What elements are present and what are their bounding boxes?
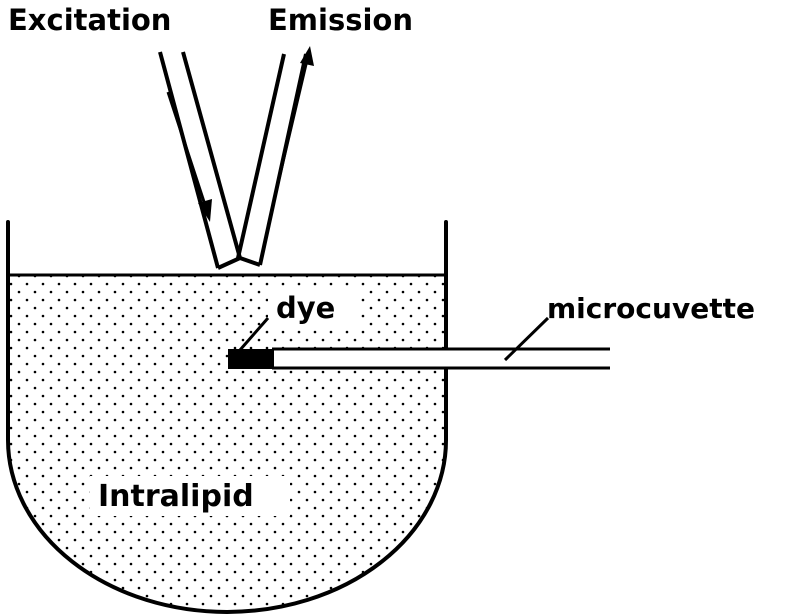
container-vessel — [6, 220, 448, 614]
dye-block — [228, 349, 274, 369]
emission-label: Emission — [268, 3, 413, 37]
microcuvette-tube — [272, 347, 610, 370]
excitation-label: Excitation — [8, 3, 171, 37]
excitation-arrow — [166, 91, 212, 222]
intralipid-label: Intralipid — [98, 479, 254, 514]
intralipid-liquid — [8, 273, 446, 612]
dye-label: dye — [276, 291, 335, 325]
microcuvette-label: microcuvette — [547, 292, 755, 325]
emission-arrow — [272, 46, 314, 201]
dye-leader-line — [238, 317, 270, 351]
microcuvette-leader-line — [503, 316, 550, 362]
